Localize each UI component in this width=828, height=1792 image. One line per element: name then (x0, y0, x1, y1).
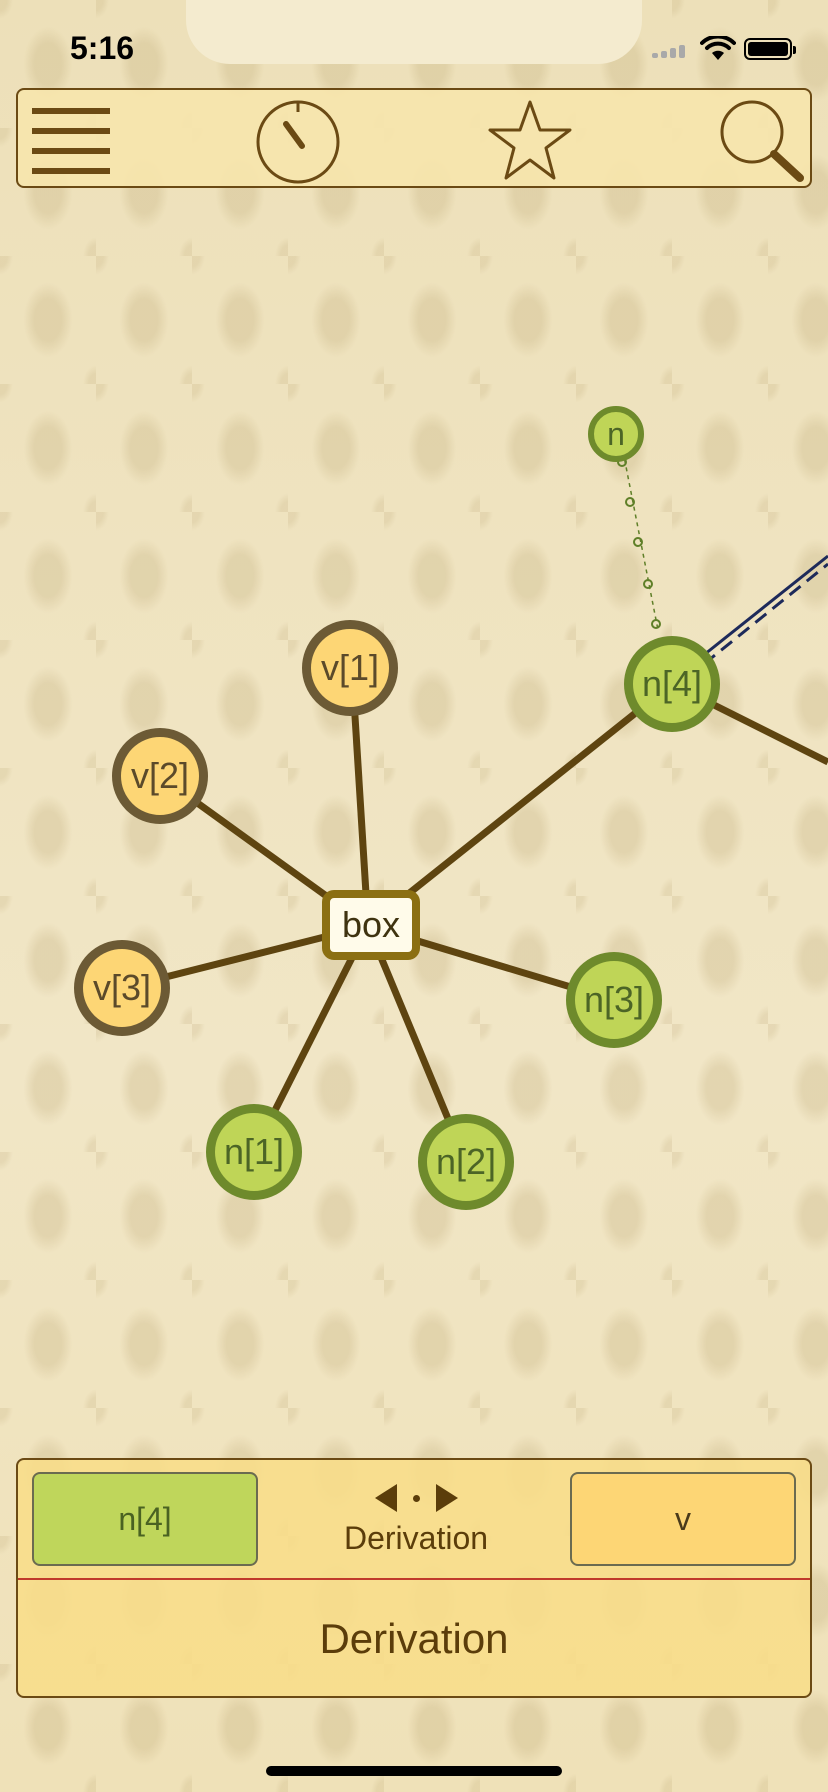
home-indicator[interactable] (266, 1766, 562, 1776)
node-label: v[1] (320, 647, 380, 688)
menu-icon[interactable] (28, 96, 116, 184)
nav-arrows (318, 1478, 514, 1518)
node-label: n (607, 415, 625, 452)
node-label: v[2] (130, 755, 190, 796)
panel-top-row: n[4] Derivation v (18, 1460, 810, 1578)
notch (186, 0, 642, 64)
graph-node-v2[interactable]: v[2] (112, 728, 208, 824)
graph-node-v1[interactable]: v[1] (302, 620, 398, 716)
battery-icon (744, 38, 796, 60)
graph-node-n3[interactable]: n[3] (566, 952, 662, 1048)
node-label: n[3] (583, 979, 645, 1020)
node-label: box (341, 904, 401, 945)
node-label: n[1] (223, 1131, 285, 1172)
graph-canvas[interactable]: v[1] v[2] v[3] n[1] n[2] n[3] n[4] n box (0, 200, 828, 1450)
panel-divider (18, 1578, 810, 1580)
derivation-panel: n[4] Derivation v Derivation (16, 1458, 812, 1698)
graph-edges (121, 435, 828, 1164)
next-arrow-icon[interactable] (435, 1484, 458, 1512)
left-node-chip[interactable]: n[4] (32, 1472, 258, 1566)
previous-arrow-icon[interactable] (374, 1484, 397, 1512)
node-label: n[4] (641, 663, 703, 704)
wifi-icon (700, 34, 736, 62)
graph-node-n[interactable]: n (588, 406, 644, 462)
status-bar: 5:16 (0, 0, 828, 96)
timer-icon[interactable] (254, 96, 342, 184)
status-time: 5:16 (70, 30, 135, 66)
toolbar (16, 88, 812, 188)
relation-label: Derivation (343, 1520, 489, 1556)
right-node-chip[interactable]: v (570, 1472, 796, 1566)
cellular-signal-icon (652, 44, 688, 58)
graph-node-n1[interactable]: n[1] (206, 1104, 302, 1200)
graph-node-n4[interactable]: n[4] (624, 636, 720, 732)
dot-indicator (412, 1494, 420, 1502)
search-icon[interactable] (716, 96, 804, 184)
graph-node-box[interactable]: box (322, 890, 420, 960)
graph-node-v3[interactable]: v[3] (74, 940, 170, 1036)
relation-navigator: Derivation (318, 1478, 514, 1568)
node-label: v[3] (92, 967, 152, 1008)
star-icon[interactable] (486, 96, 574, 184)
node-label: n[2] (435, 1141, 497, 1182)
graph-node-n2[interactable]: n[2] (418, 1114, 514, 1210)
relation-title-button[interactable]: Derivation (319, 1615, 509, 1662)
